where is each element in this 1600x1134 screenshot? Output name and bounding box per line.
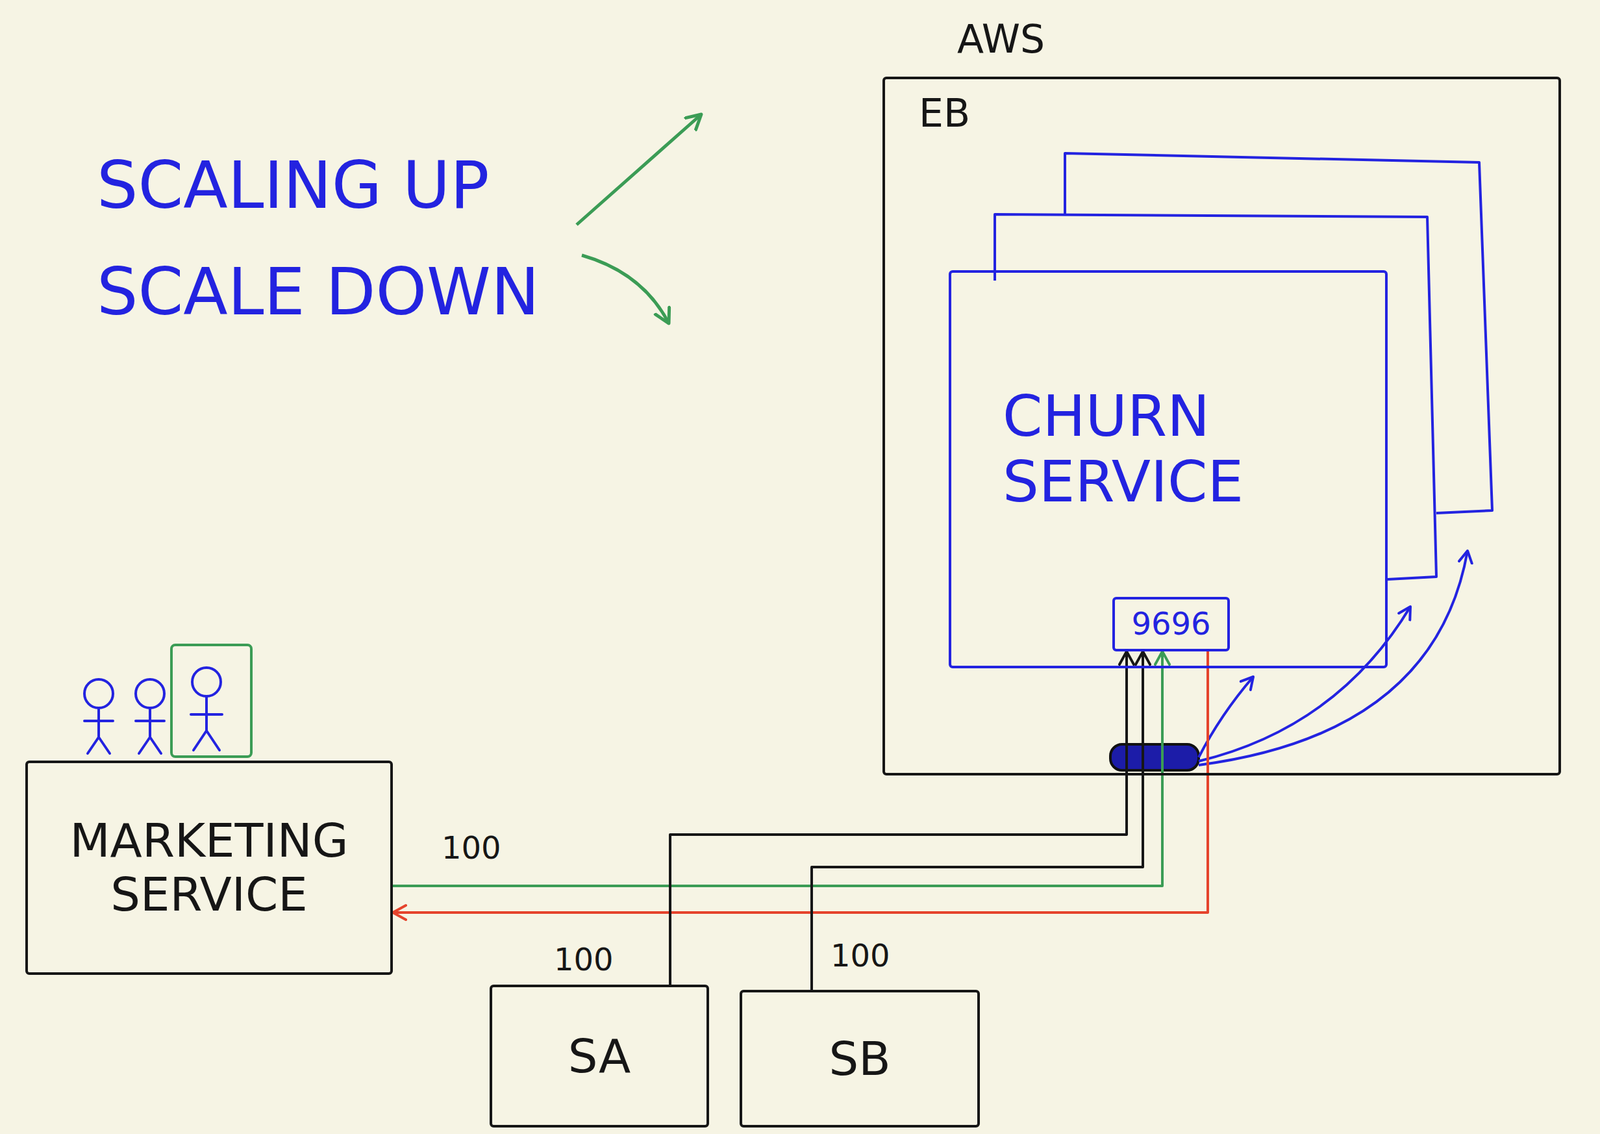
port-box: 9696 (1112, 596, 1230, 652)
balancer-arrow (1198, 606, 1411, 762)
flow-connector (811, 651, 1143, 990)
flow-connector (392, 651, 1208, 913)
cloud-boundary: AWSEBCHURN SERVICE9696 (882, 76, 1562, 776)
user-head (84, 679, 113, 708)
node-text: 9696 (1131, 605, 1211, 642)
flow-connector (670, 651, 1127, 985)
load-balancer (1110, 744, 1199, 771)
user-head (192, 667, 221, 697)
user-figures (84, 667, 223, 754)
user-body (135, 707, 165, 754)
note-text: SCALING UP (96, 148, 490, 223)
node-text: SB (828, 1031, 891, 1086)
user-body (190, 696, 223, 750)
service-box: MARKETING SERVICE (25, 760, 393, 975)
node-text: SA (568, 1029, 631, 1084)
selected-user-frame (171, 644, 252, 757)
flow-rate: 100 (438, 829, 504, 866)
flow-rate: 100 (827, 937, 893, 974)
node-text: MARKETING SERVICE (40, 813, 378, 922)
flow-connector (392, 651, 1163, 886)
node-text: CHURN SERVICE (1002, 383, 1308, 515)
flow-rate: 100 (551, 941, 617, 978)
scale-arrow (581, 255, 669, 324)
instance-outline (994, 214, 1437, 580)
user-body (84, 707, 113, 754)
client-box: SB (739, 989, 980, 1128)
service-box: CHURN SERVICE 9696 (948, 270, 1388, 669)
node-text: AWS (957, 16, 1045, 62)
note-text: SCALE DOWN (96, 254, 540, 330)
scale-arrow (576, 114, 702, 225)
node-text: EB (918, 90, 971, 136)
user-head (135, 679, 165, 708)
balancer-arrow (1198, 550, 1468, 765)
client-box: SA (489, 984, 710, 1128)
